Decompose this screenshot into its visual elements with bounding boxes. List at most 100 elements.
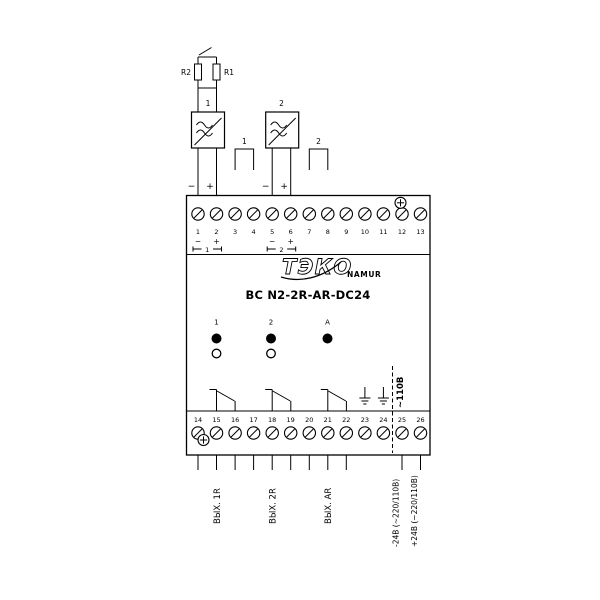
namur-label: NAMUR <box>347 270 381 279</box>
terminal-number: 25 <box>398 416 406 424</box>
terminal-number: 13 <box>416 228 424 236</box>
terminal-number: 19 <box>287 416 295 424</box>
terminal-screw <box>376 207 391 221</box>
led-channel-1: 1 <box>211 319 222 359</box>
terminal-number: 2 <box>214 228 218 236</box>
supply-plus-label: +24В (~220/110В) <box>410 475 419 547</box>
terminal-number: 22 <box>342 416 350 424</box>
terminal-screw <box>339 426 354 440</box>
r2-label: R2 <box>181 68 191 77</box>
logo-swoosh <box>280 261 342 280</box>
terminal-screw <box>265 426 279 440</box>
led-2-label: 2 <box>269 319 273 327</box>
terminal-number: 6 <box>289 228 293 236</box>
terminal-screw <box>246 207 261 221</box>
resistor-r1 <box>212 63 221 81</box>
switch-blade <box>198 47 212 56</box>
minus-mark: − <box>188 182 196 192</box>
terminal-screw <box>413 207 428 221</box>
device-face: ТЭКО NAMUR BC N2-2R-AR-DC24 1 2 A <box>211 255 381 359</box>
terminal-screw <box>228 207 242 221</box>
terminal-number: 4 <box>252 228 256 236</box>
terminal-screw <box>302 207 317 221</box>
contact-bracket-2: 2 <box>308 137 329 170</box>
resistor-r2 <box>194 63 202 81</box>
equivalent-circuit: R2 R1 <box>181 47 234 112</box>
terminal-screw <box>265 207 279 221</box>
terminal-screw <box>209 207 224 221</box>
terminal-number: 14 <box>194 416 202 424</box>
minus-mark: − <box>195 237 201 246</box>
brand-text: ТЭКО <box>282 255 353 279</box>
terminal-number: 1 <box>196 228 200 236</box>
terminal-screw <box>228 426 242 440</box>
voltage-note: ~110В <box>396 377 406 408</box>
minus-mark: − <box>269 237 275 246</box>
sensor-1: 1 − + <box>188 99 226 197</box>
terminal-number: 3 <box>233 228 237 236</box>
terminal-screw <box>358 426 372 440</box>
terminal-screw <box>321 207 335 221</box>
led-1-secondary-indicator <box>211 348 222 359</box>
mounting-screw-top <box>394 196 407 209</box>
terminal-number: 15 <box>212 416 220 424</box>
plus-mark: + <box>213 237 219 246</box>
input-channel-annotations: − + − + 1 2 <box>192 237 297 254</box>
led-a-indicator <box>322 333 333 344</box>
sensor-1-label: 1 <box>206 99 211 108</box>
terminal-number: 26 <box>416 416 424 424</box>
terminal-screw <box>358 207 372 221</box>
terminal-screw <box>246 426 261 440</box>
terminal-number: 23 <box>361 416 369 424</box>
contact-bracket <box>308 148 329 170</box>
sensor-2-label: 2 <box>279 99 284 108</box>
led-a-label: A <box>325 319 330 327</box>
terminal-number: 20 <box>305 416 313 424</box>
terminal-screw <box>321 426 335 440</box>
terminal-screw <box>339 207 354 221</box>
terminal-number: 18 <box>268 416 276 424</box>
output-contact-symbols: ~110В <box>209 366 406 453</box>
channel-1-bracket-label: 1 <box>205 246 209 254</box>
r1-label: R1 <box>224 68 234 77</box>
terminal-number: 9 <box>344 228 348 236</box>
terminal-screw <box>283 426 298 440</box>
top-terminal-row: 1 2 3 4 5 6 7 8 9 10 11 12 13 <box>191 196 428 236</box>
bottom-terminal-row: 14 15 16 17 18 19 20 21 22 23 24 25 26 <box>191 416 428 447</box>
terminal-number: 12 <box>398 228 406 236</box>
output-label-ar: ВЫХ. AR <box>324 488 334 524</box>
terminal-number: 16 <box>231 416 239 424</box>
contact-bracket <box>234 148 255 170</box>
terminal-screw <box>209 426 224 440</box>
contact-1-label: 1 <box>242 137 247 146</box>
contact-bracket-1: 1 <box>234 137 255 170</box>
plus-mark: + <box>288 237 294 246</box>
plus-mark: + <box>206 182 214 192</box>
terminal-number: 24 <box>379 416 387 424</box>
terminal-screw <box>395 207 409 221</box>
terminal-number: 7 <box>307 228 311 236</box>
terminal-number: 11 <box>379 228 387 236</box>
terminal-number: 21 <box>324 416 332 424</box>
terminal-number: 8 <box>326 228 330 236</box>
device-box <box>185 194 431 456</box>
terminal-screw <box>191 207 205 221</box>
terminal-screw <box>283 207 298 221</box>
terminal-screw <box>395 426 409 440</box>
brand-logo: ТЭКО <box>280 255 353 280</box>
sensor-2: 2 − + <box>262 99 300 197</box>
terminal-screw <box>376 426 391 440</box>
contact-2-label: 2 <box>316 137 321 146</box>
channel-2-bracket-label: 2 <box>279 246 283 254</box>
led-2-secondary-indicator <box>266 348 276 359</box>
output-label-2r: ВЫХ. 2R <box>269 488 279 524</box>
model-label: BC N2-2R-AR-DC24 <box>246 288 371 302</box>
supply-minus-label: -24В (~220/110В) <box>392 479 401 547</box>
led-power: A <box>322 319 333 344</box>
minus-mark: − <box>262 182 270 192</box>
terminal-number: 5 <box>270 228 274 236</box>
led-2-indicator <box>266 333 276 344</box>
terminal-screw <box>413 426 428 440</box>
led-1-indicator <box>211 333 222 344</box>
